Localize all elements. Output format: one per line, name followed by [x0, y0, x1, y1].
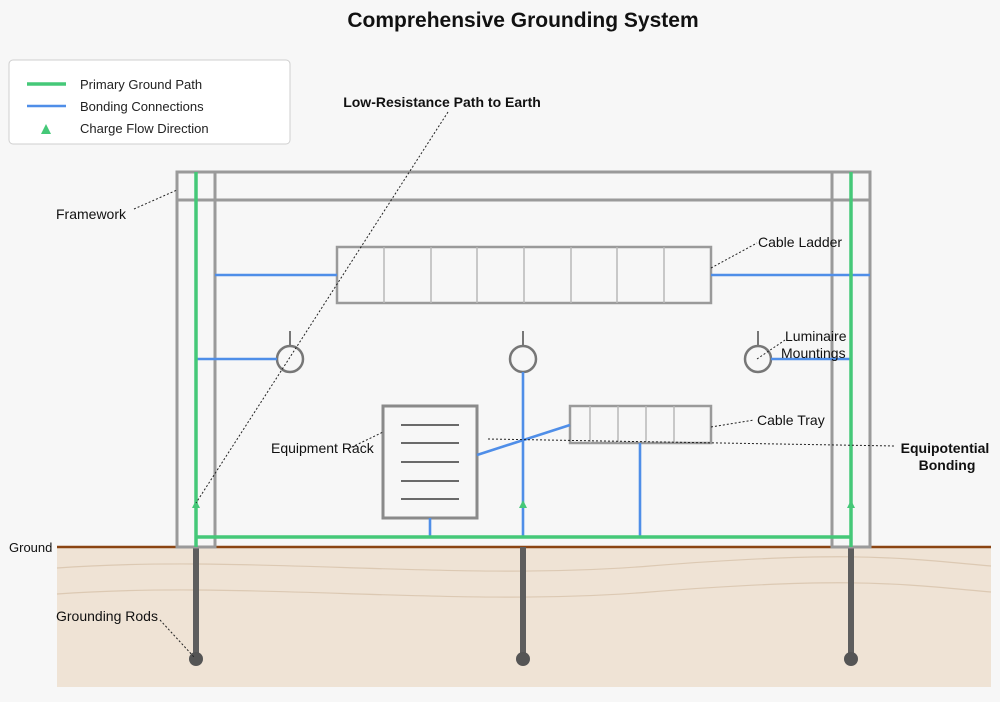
cable-ladder [335, 245, 713, 305]
ground-label: Ground [9, 540, 52, 555]
rod-tip-right [844, 652, 858, 666]
legend-ground-path-label: Primary Ground Path [80, 77, 202, 92]
luminaire-label-line1: Luminaire [785, 328, 847, 344]
equipotential-label-line1: Equipotential [901, 440, 990, 456]
primary-ground-path [194, 172, 853, 547]
diagram-title: Comprehensive Grounding System [347, 9, 698, 32]
equipotential-label-line2: Bonding [919, 457, 976, 473]
low-resistance-label: Low-Resistance Path to Earth [343, 94, 541, 110]
charge-flow-arrow-right [847, 500, 855, 508]
cable-tray [568, 404, 713, 445]
legend-charge-flow-label: Charge Flow Direction [80, 121, 209, 136]
luminaire-center [508, 331, 538, 374]
leader-lines [133, 111, 896, 658]
cable-tray-label: Cable Tray [757, 412, 825, 428]
legend: Primary Ground Path Bonding Connections … [8, 59, 291, 145]
charge-flow-arrow-left [192, 500, 200, 508]
legend-bonding-label: Bonding Connections [80, 99, 204, 114]
equipment-rack-label: Equipment Rack [271, 440, 375, 456]
soil-layer-1 [56, 556, 992, 572]
grounding-rods-label: Grounding Rods [56, 608, 158, 624]
legend-charge-flow-triangle-icon [41, 124, 51, 134]
framework-label: Framework [56, 206, 127, 222]
equipment-rack [381, 404, 479, 520]
rod-tip-left [189, 652, 203, 666]
soil-layer-2 [56, 582, 992, 598]
rod-tip-center [516, 652, 530, 666]
luminaire-label-line2: Mountings [781, 345, 846, 361]
cable-ladder-label: Cable Ladder [758, 234, 842, 250]
bonding-connections [196, 273, 870, 537]
framework-top-beam [175, 170, 872, 202]
luminaire-right [743, 331, 773, 374]
luminaire-left [275, 331, 305, 374]
charge-flow-arrow-center [519, 500, 527, 508]
